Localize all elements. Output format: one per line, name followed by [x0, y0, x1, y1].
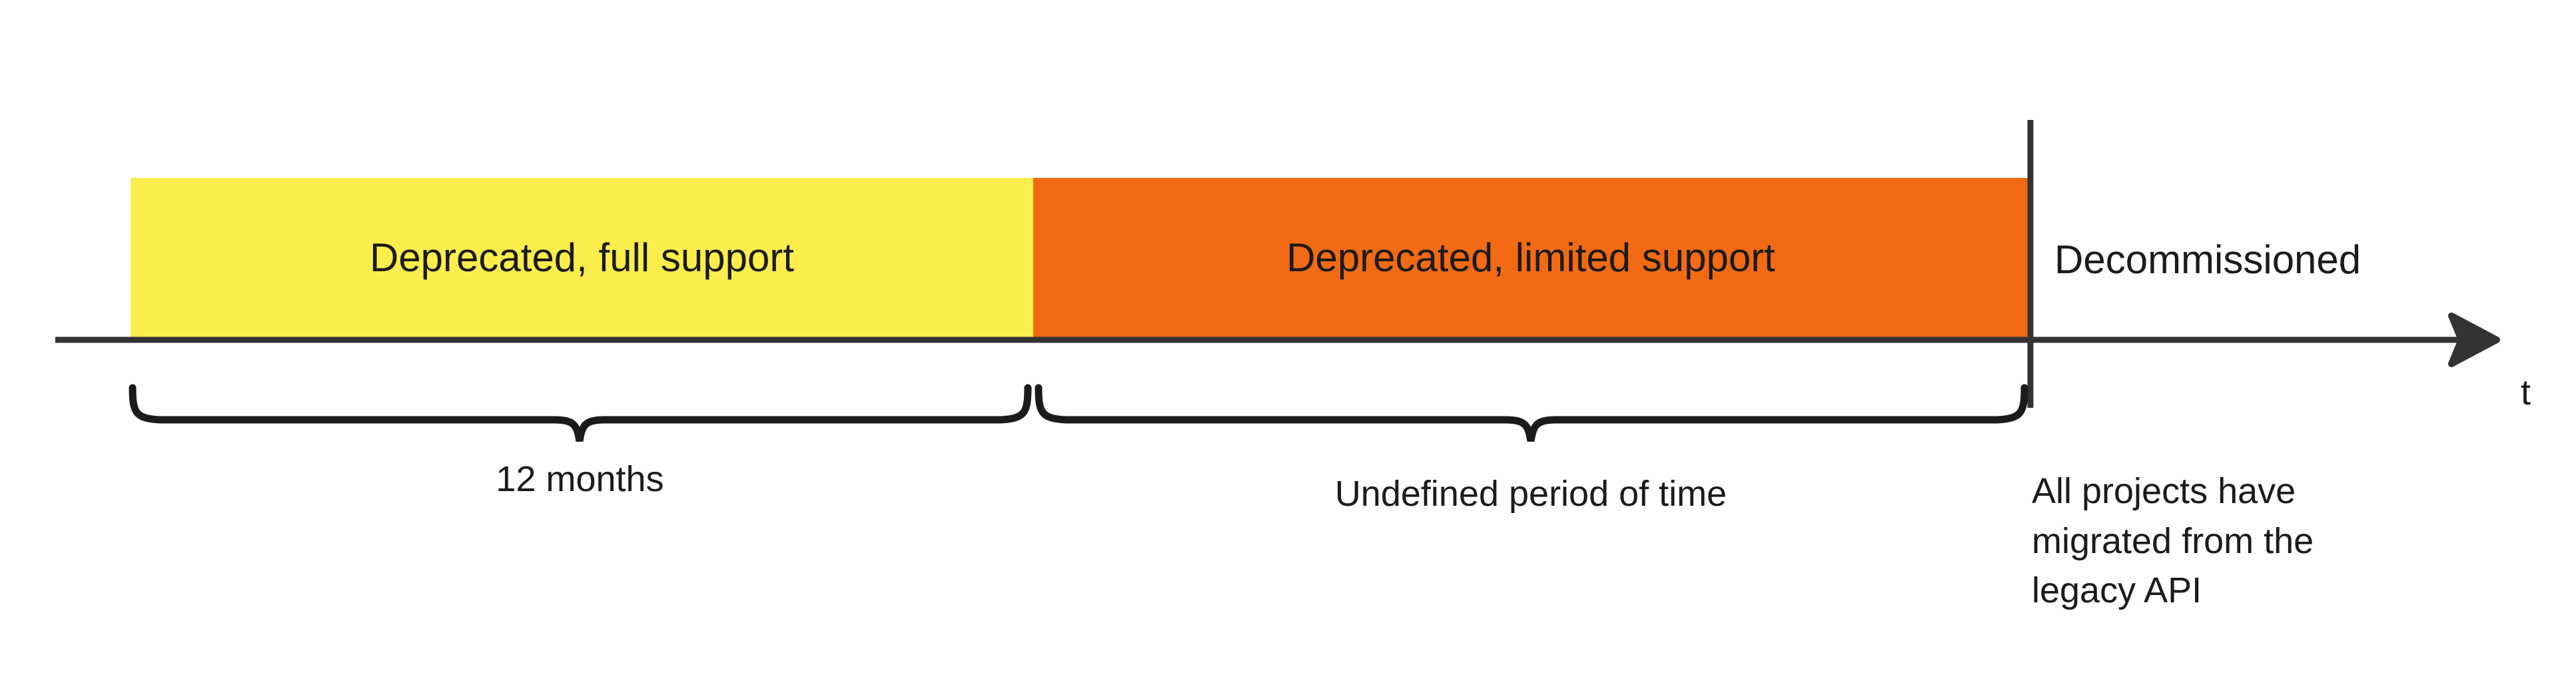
decommission-note: All projects have migrated from the lega… [2032, 466, 2405, 616]
phase-label-deprecated-limited: Deprecated, limited support [1286, 235, 1775, 280]
axis-arrowhead-icon [2448, 313, 2500, 367]
decommission-note-line-1: All projects have [2032, 471, 2296, 511]
decommission-note-line-3: legacy API [2032, 570, 2202, 611]
brace-12-months-icon [129, 384, 1032, 442]
phase-label-deprecated-full: Deprecated, full support [369, 235, 795, 280]
axis-label-t: t [2521, 372, 2531, 412]
phase-label-decommissioned: Decommissioned [2054, 237, 2361, 282]
brace-undefined-period-icon [1035, 384, 2028, 442]
brace-label-undefined-period: Undefined period of time [1334, 474, 1727, 514]
decommission-note-line-2: migrated from the [2032, 520, 2314, 561]
phase-bar-deprecated-limited [1033, 178, 2028, 340]
brace-label-12-months: 12 months [496, 459, 664, 499]
phase-bar-deprecated-full [131, 178, 1033, 340]
